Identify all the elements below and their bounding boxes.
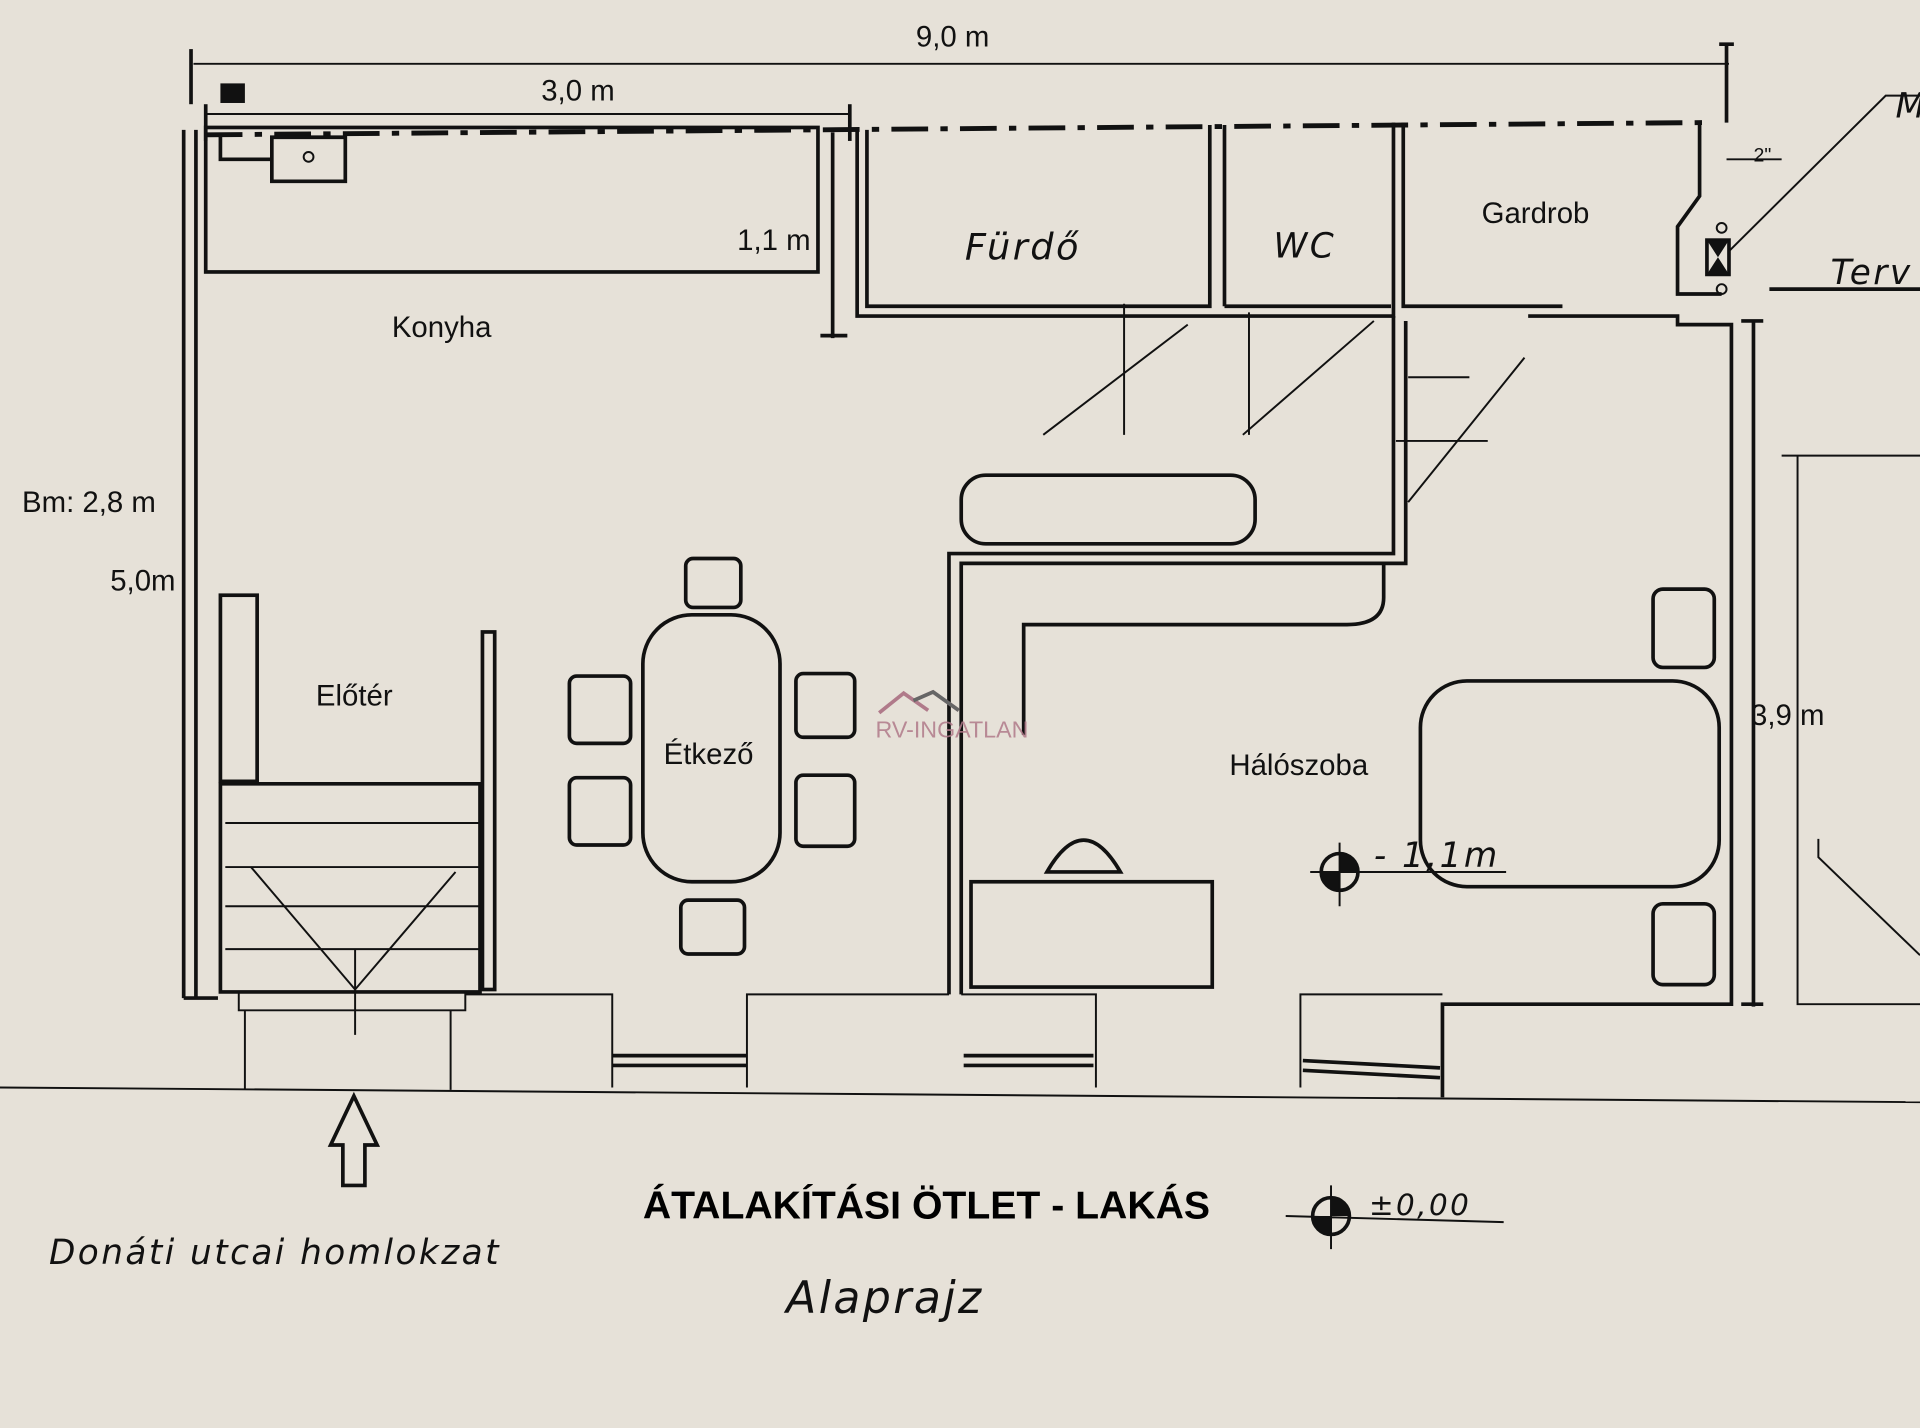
room-wardrobe: Gardrob <box>1482 197 1590 230</box>
level-marker-icon <box>1310 842 1507 907</box>
watermark-logo: RV-INGATLAN <box>876 689 1029 742</box>
dim-total-width: 9,0 m <box>916 21 989 54</box>
dim-counter-depth: 1,1 m <box>737 224 810 257</box>
plan-subtitle: Alaprajz <box>783 1273 983 1324</box>
facade-label: Donáti utcai homlokzat <box>49 1233 501 1273</box>
room-toilet: WC <box>1273 226 1336 266</box>
dim-bedroom-depth: 3,9 m <box>1751 699 1824 732</box>
furniture <box>218 83 1722 989</box>
base-level: ±0,00 <box>1369 1188 1471 1222</box>
walls <box>0 120 1920 1104</box>
room-hall: Előtér <box>316 679 393 712</box>
bedroom-level: - 1,1m <box>1374 836 1500 876</box>
room-bedroom: Hálószoba <box>1229 749 1368 782</box>
room-dining: Étkező <box>664 738 754 771</box>
dim-ceiling-height: Bm: 2,8 m <box>22 486 156 519</box>
room-bathroom: Fürdő <box>965 226 1081 269</box>
room-kitchen: Konyha <box>392 311 492 344</box>
base-level-marker-icon <box>1285 1185 1504 1250</box>
meter-icon <box>1705 94 1920 295</box>
dim-height-left: 5,0m <box>110 564 175 597</box>
annotation-m: M <box>1896 87 1920 127</box>
corner-marker-icon <box>220 83 245 103</box>
dimension-lines <box>189 42 1764 1007</box>
plan-title: ÁTALAKÍTÁSI ÖTLET - LAKÁS <box>643 1183 1210 1227</box>
annotation-terv: Terv <box>1831 253 1913 293</box>
dim-pipe-size: 2" <box>1753 145 1771 167</box>
dim-kitchen-width: 3,0 m <box>541 75 614 108</box>
entrance-arrow-icon <box>327 1091 381 1188</box>
watermark-text: RV-INGATLAN <box>876 716 1029 742</box>
